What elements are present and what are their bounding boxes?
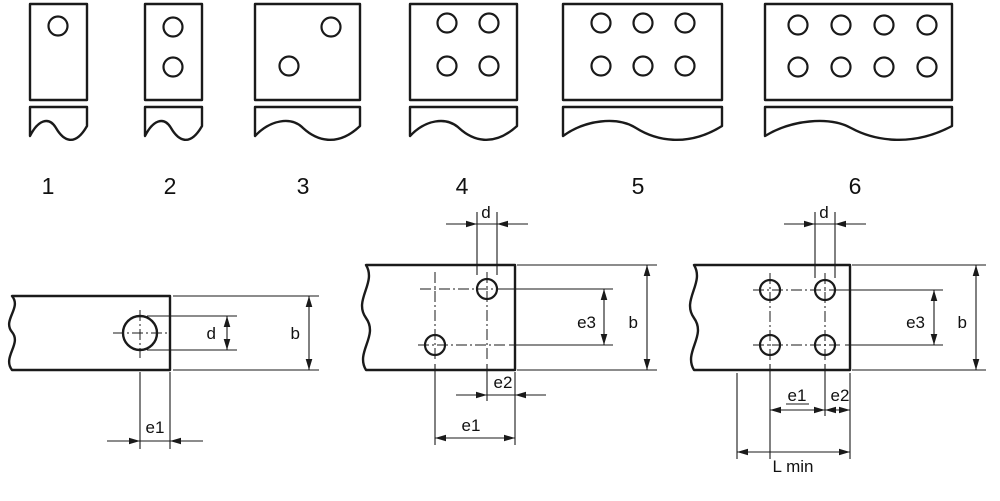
break-section xyxy=(143,105,204,141)
break-section xyxy=(28,105,89,141)
variant-label-2: 2 xyxy=(164,173,177,199)
dim-label-e2: e2 xyxy=(831,386,850,405)
hole xyxy=(590,12,612,34)
dim-label-lmin: L min xyxy=(773,457,814,476)
hole xyxy=(916,56,938,78)
dim-label-d: d xyxy=(207,324,216,343)
drawing-single-hole: d b e1 xyxy=(7,294,319,449)
hole xyxy=(436,12,458,34)
dim-label-e1: e1 xyxy=(462,416,481,435)
drawing-two-holes: d e3 b e2 e1 xyxy=(360,203,657,445)
hole xyxy=(47,15,69,37)
break-section xyxy=(561,105,724,141)
bar-outline xyxy=(7,294,172,372)
hole xyxy=(278,55,300,77)
dim-label-d: d xyxy=(481,203,490,222)
plate-outline xyxy=(408,2,519,102)
hole xyxy=(478,12,500,34)
hole xyxy=(787,56,809,78)
variant-1: 1 xyxy=(28,2,89,199)
hole xyxy=(478,55,500,77)
dim-label-e3: e3 xyxy=(906,313,925,332)
dim-label-e1: e1 xyxy=(146,418,165,437)
hole xyxy=(830,56,852,78)
plate-outline xyxy=(253,2,362,102)
hole xyxy=(632,55,654,77)
dim-label-e2: e2 xyxy=(494,373,513,392)
hole xyxy=(436,55,458,77)
hole xyxy=(162,16,184,38)
variant-4: 4 xyxy=(408,2,519,199)
dim-label-b: b xyxy=(629,313,638,332)
dim-label-e3: e3 xyxy=(577,313,596,332)
hole xyxy=(916,14,938,36)
break-section xyxy=(408,105,519,142)
hole xyxy=(674,12,696,34)
variant-label-3: 3 xyxy=(297,173,310,199)
variant-label-5: 5 xyxy=(632,173,645,199)
variant-6: 6 xyxy=(763,2,954,199)
variant-label-4: 4 xyxy=(456,173,469,199)
variant-label-6: 6 xyxy=(849,173,862,199)
dim-label-b: b xyxy=(958,313,967,332)
hole xyxy=(590,55,612,77)
drawing-four-holes: d e3 b e1 e2 L min xyxy=(688,203,986,476)
hole xyxy=(632,12,654,34)
hole xyxy=(787,14,809,36)
hole xyxy=(320,16,342,38)
variant-5: 5 xyxy=(561,2,724,199)
hole xyxy=(830,14,852,36)
hole xyxy=(674,55,696,77)
dim-label-d: d xyxy=(819,203,828,222)
break-section xyxy=(763,105,954,142)
hole xyxy=(873,56,895,78)
dim-label-e1: e1 xyxy=(788,386,807,405)
variant-2: 2 xyxy=(143,2,204,199)
variant-3: 3 xyxy=(253,2,362,199)
hole xyxy=(873,14,895,36)
break-section xyxy=(253,105,362,142)
dim-label-b: b xyxy=(291,324,300,343)
variant-label-1: 1 xyxy=(42,173,55,199)
hole xyxy=(162,56,184,78)
